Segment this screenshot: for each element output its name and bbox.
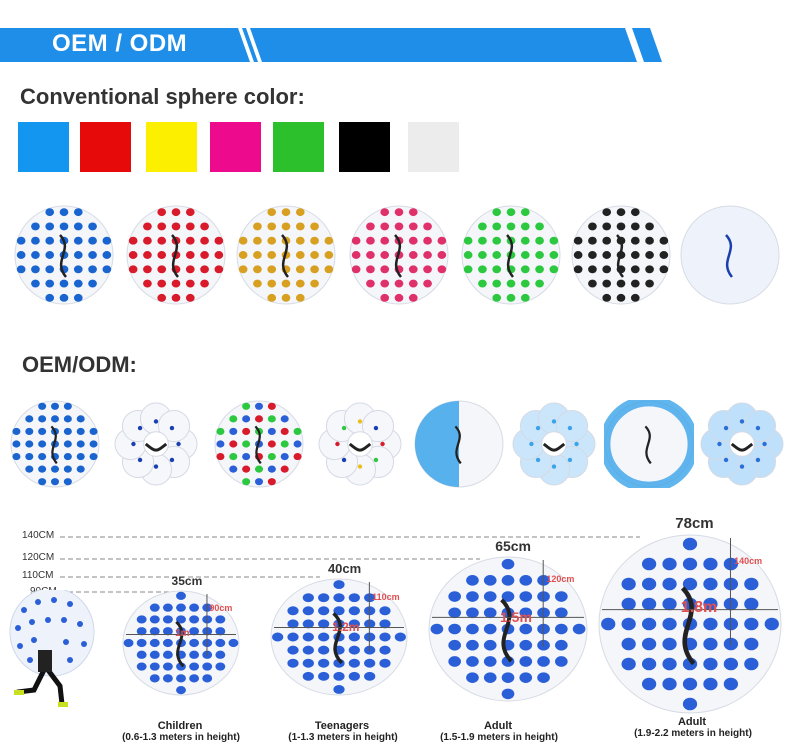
size-title: Children bbox=[157, 720, 203, 732]
height-label: 90cm bbox=[209, 602, 233, 613]
height-label: 140cm bbox=[734, 555, 763, 566]
size-bubble-image bbox=[598, 534, 782, 719]
custom-bubble-image bbox=[214, 400, 304, 493]
size-label: 1.2m bbox=[332, 620, 360, 635]
swatch-green bbox=[273, 122, 324, 172]
swatch-black bbox=[339, 122, 390, 172]
size-range: (1-1.3 meters in height) bbox=[288, 732, 398, 743]
diameter-label: 40cm bbox=[327, 561, 362, 576]
person-in-bubble-image bbox=[9, 590, 95, 707]
size-bubble-image bbox=[428, 556, 588, 707]
custom-bubble-image bbox=[696, 400, 788, 493]
size-label: 1.8m bbox=[680, 598, 718, 616]
bubble-ball-image bbox=[461, 205, 561, 310]
oem-odm-banner bbox=[0, 28, 662, 62]
swatch-red bbox=[80, 122, 131, 172]
custom-bubble-image bbox=[599, 395, 699, 493]
bubble-ball-image bbox=[571, 205, 671, 310]
conventional-color-heading: Conventional sphere color: bbox=[20, 84, 305, 109]
size-bubble-image bbox=[270, 578, 408, 701]
size-title: Teenagers bbox=[314, 720, 370, 732]
diameter-label: 65cm bbox=[495, 538, 531, 554]
size-bubble-image bbox=[122, 590, 240, 701]
height-label: 110cm bbox=[372, 592, 400, 603]
scale-label-140: 140CM bbox=[22, 530, 55, 541]
swatch-pink bbox=[210, 122, 261, 172]
size-range: (0.6-1.3 meters in height) bbox=[122, 732, 240, 743]
custom-bubble-image bbox=[314, 400, 406, 493]
custom-bubble-image bbox=[508, 400, 600, 493]
swatch-yellow bbox=[146, 122, 197, 172]
swatch-blue bbox=[18, 122, 69, 172]
bubble-ball-image bbox=[14, 205, 114, 310]
bubble-ball-image bbox=[680, 205, 780, 310]
scale-lines bbox=[60, 536, 640, 593]
diameter-label: 78cm bbox=[675, 515, 714, 532]
scale-label-120: 120CM bbox=[22, 552, 55, 563]
height-label: 120cm bbox=[546, 573, 575, 584]
bubble-ball-image bbox=[236, 205, 336, 310]
custom-bubble-image bbox=[414, 400, 504, 493]
bubble-ball-image bbox=[349, 205, 449, 310]
size-title: Adult bbox=[677, 716, 707, 728]
size-label: 1m bbox=[175, 628, 190, 640]
size-range: (1.9-2.2 meters in height) bbox=[634, 728, 752, 739]
size-title: Adult bbox=[483, 720, 513, 732]
size-range: (1.5-1.9 meters in height) bbox=[440, 732, 558, 743]
custom-bubble-image bbox=[110, 400, 202, 493]
swatch-white bbox=[408, 122, 459, 172]
oem-odm-heading: OEM/ODM: bbox=[22, 352, 137, 377]
diameter-label: 35cm bbox=[171, 574, 203, 588]
custom-bubble-image bbox=[10, 400, 100, 493]
scale-label-110: 110CM bbox=[22, 570, 54, 581]
size-label: 1.5m bbox=[500, 608, 532, 625]
bubble-ball-image bbox=[126, 205, 226, 310]
banner-title: OEM / ODM bbox=[52, 30, 188, 57]
